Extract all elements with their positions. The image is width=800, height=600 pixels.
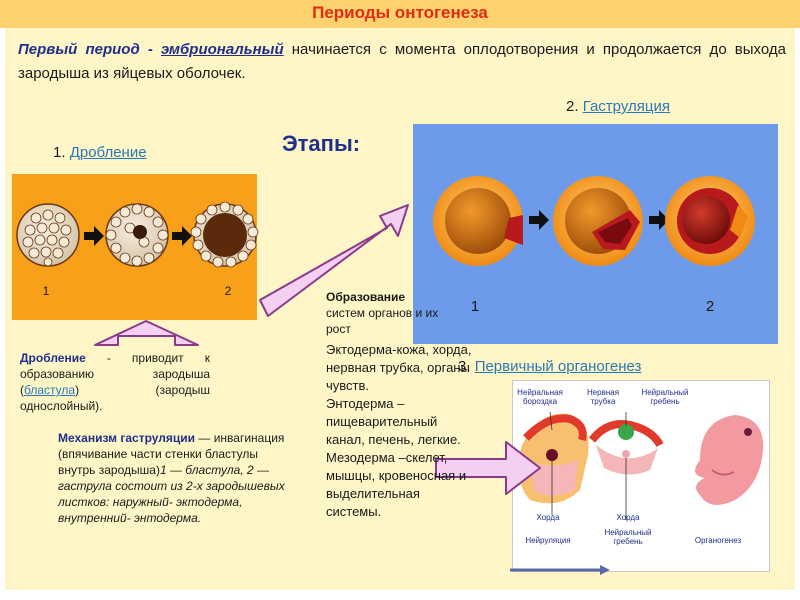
endoderm-text: Энтодерма – пищеварительный канал, печен… xyxy=(326,396,461,447)
neural-groove-embryo xyxy=(518,411,589,515)
neural-tube-embryo xyxy=(588,412,664,520)
stage-2-link[interactable]: Гаструляция xyxy=(582,98,670,115)
gastrula-stage-3 xyxy=(665,176,755,266)
stage-3-number: 3. xyxy=(458,358,471,375)
label-neural-crest-top-2: гребень xyxy=(650,397,679,406)
label-neural-crest-top-1: Нейральный xyxy=(641,388,688,397)
gastrulation-mechanism: Механизм гаструляции — инвагинация (впяч… xyxy=(58,430,290,526)
slide-title: Периоды онтогенеза xyxy=(312,3,488,22)
arrow-up-cleavage xyxy=(94,320,199,346)
mechanism-text: — инвагинация (впячивание части стенки б… xyxy=(58,431,285,477)
blastula xyxy=(190,201,259,268)
arrow-to-gastrulation xyxy=(259,204,409,317)
stage-3-link[interactable]: Первичный органогенез xyxy=(474,358,642,375)
label-neural-crest-bottom-2: гребень xyxy=(613,537,642,546)
label-notochord-left: Хорда xyxy=(536,513,560,522)
label-notochord-mid: Хорда xyxy=(616,513,640,522)
intro-paragraph: Первый период - эмбриональный начинается… xyxy=(18,38,786,86)
cleavage-label-1: 1 xyxy=(43,284,50,298)
cleavage-description: Дробление - приводит к образованию зарод… xyxy=(20,350,210,414)
intro-rest: начинается с момента оплодотворения и пр… xyxy=(18,41,786,82)
ectoderm-text: Эктодерма-кожа, хорда, нервная трубка, о… xyxy=(326,342,472,393)
cleavage-arrow-2 xyxy=(172,226,192,246)
intro-period-name: эмбриональный xyxy=(161,41,284,58)
cleavage-text-b: ) (зародыш однослойный). xyxy=(20,383,210,413)
label-neural-groove-2: бороздка xyxy=(523,397,558,406)
organs-description: Образование систем органов и их рост Экт… xyxy=(326,289,476,521)
organs-title: Образование xyxy=(326,290,406,304)
stage-2-label: 2. Гаструляция xyxy=(566,98,670,115)
gastrulation-arrow-2 xyxy=(649,210,669,230)
stage-3-label: 3. Первичный органогенез xyxy=(458,358,641,375)
label-organogenesis: Органогенез xyxy=(695,536,742,545)
mesoderm-text: Мезодерма –скелет, мышцы, кровеносная и … xyxy=(326,450,467,519)
label-neurulation: Нейруляция xyxy=(525,536,570,545)
stage-1-link[interactable]: Дробление xyxy=(69,144,147,161)
stage-1-number: 1. xyxy=(53,144,66,161)
gastrulation-label-2: 2 xyxy=(706,298,714,315)
gastrulation-label-1: 1 xyxy=(471,298,479,315)
morula-late xyxy=(105,203,169,267)
stage-1-label: 1. Дробление xyxy=(53,144,147,161)
intro-dash: - xyxy=(139,41,161,58)
title-bar xyxy=(0,0,800,28)
organs-line-2: систем органов и их xyxy=(326,306,439,320)
cleavage-term: Дробление xyxy=(20,351,86,365)
cleavage-label-2: 2 xyxy=(225,284,232,298)
scroll-indicator-arrow xyxy=(600,565,610,575)
label-neural-groove-1: Нейральная xyxy=(517,388,563,397)
blastula-link[interactable]: бластула xyxy=(24,383,76,397)
intro-lead: Первый период xyxy=(18,41,140,58)
stages-heading: Этапы: xyxy=(282,131,361,156)
gastrulation-arrow-1 xyxy=(529,210,549,230)
mechanism-italic: 1 — бластула, 2 — гаструла состоит из 2-… xyxy=(58,463,285,525)
label-neural-crest-bottom-1: Нейральный xyxy=(604,528,651,537)
organogenesis-embryo xyxy=(695,415,764,505)
label-neural-tube-1: Нервная xyxy=(587,388,619,397)
label-neural-tube-2: трубка xyxy=(591,397,616,406)
gastrula-stage-2 xyxy=(553,176,643,266)
cleavage-arrow-1 xyxy=(84,226,104,246)
arrow-to-organogenesis xyxy=(435,441,541,495)
cleavage-text-a: - приводит к образованию зародыша ( xyxy=(20,351,210,397)
organs-line-3: рост xyxy=(326,322,351,336)
mechanism-term: Механизм гаструляции xyxy=(58,431,196,445)
stage-2-number: 2. xyxy=(566,98,579,115)
gastrula-stage-1 xyxy=(433,176,523,266)
morula-early xyxy=(16,203,80,267)
